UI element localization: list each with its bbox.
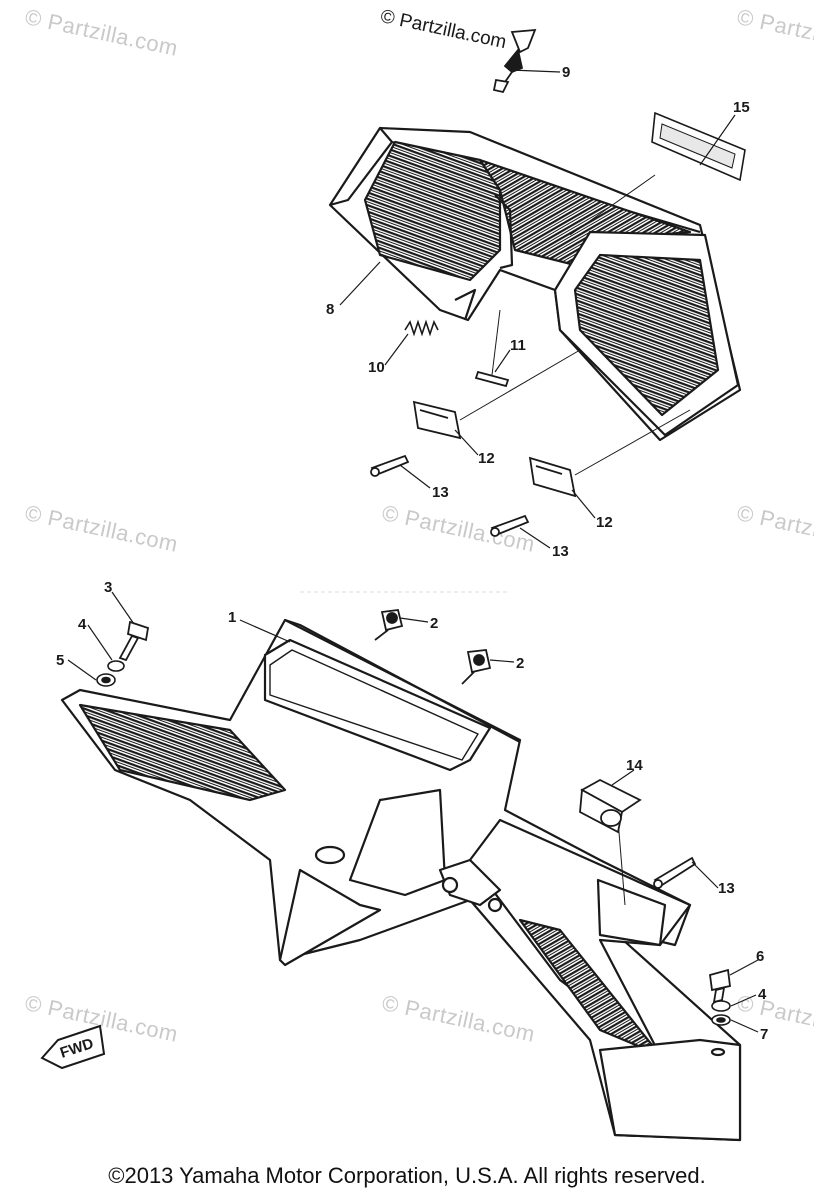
dash-cover [328,126,742,442]
socket-part [579,778,642,834]
callout-13: 13 [552,543,569,560]
callout-6: 6 [756,948,764,965]
copyright-notice: ©2013 Yamaha Motor Corporation, U.S.A. A… [108,1163,706,1188]
callout-12: 12 [596,514,613,531]
callout-3: 3 [104,579,112,596]
nut-part [711,1014,731,1026]
hinge-part [412,349,581,440]
callout-9: 9 [562,64,570,81]
callout-2: 2 [516,655,524,672]
knob-part [492,28,537,94]
dash-panel [60,618,742,1142]
pin-part [474,309,510,388]
callout-5: 5 [56,652,64,669]
bolt-part [709,968,731,1004]
washer-part [107,660,125,672]
label-plate [569,111,746,236]
callout-15: 15 [733,99,750,116]
fwd-arrow-icon: FWD [40,1024,106,1070]
callout-11: 11 [510,337,526,354]
callout-14: 14 [626,757,643,774]
grommet-part [374,609,404,641]
screw-part [370,454,410,477]
callout-8: 8 [326,301,334,318]
screw-part [653,856,697,889]
callout-leaders [67,69,759,1033]
spring-part [404,319,439,337]
callout-13: 13 [718,880,735,897]
callout-2: 2 [430,615,438,632]
nut-part [96,673,116,687]
screw-part [490,514,530,537]
callout-12: 12 [478,450,495,467]
hinge-part [528,409,691,498]
grommet-part [461,649,492,685]
callout-10: 10 [368,359,385,376]
washer-part [711,1000,731,1012]
callout-4: 4 [78,616,87,633]
callout-13: 13 [432,484,449,501]
callout-1: 1 [228,609,236,626]
callout-4: 4 [758,986,767,1003]
bolt-part [118,620,150,662]
callout-7: 7 [760,1026,768,1043]
